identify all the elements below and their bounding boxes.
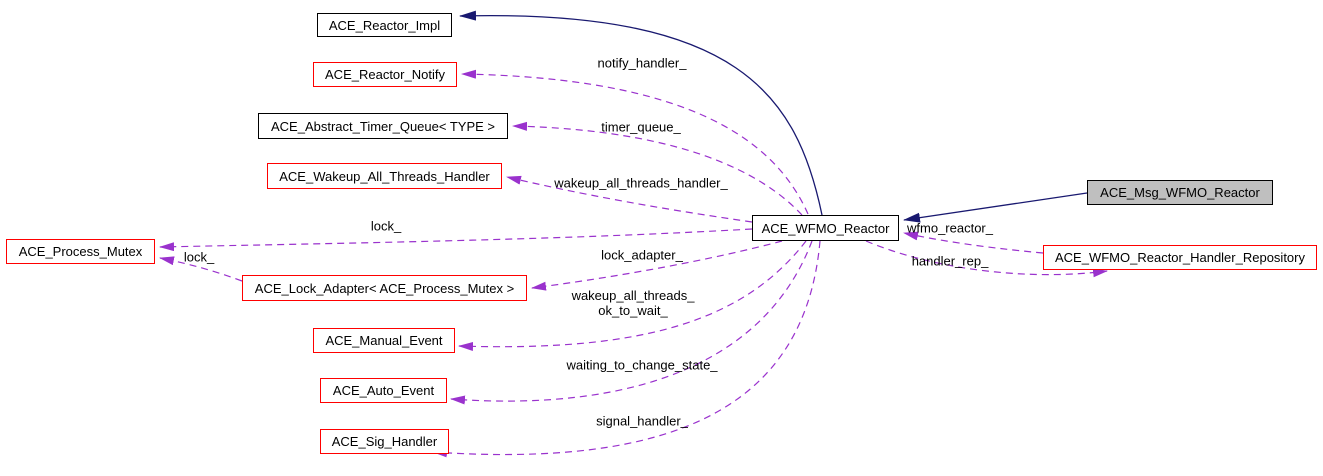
node-ace-reactor-notify[interactable]: ACE_Reactor_Notify (313, 62, 457, 87)
node-label: ACE_Msg_WFMO_Reactor (1100, 185, 1260, 200)
node-ace-auto-event[interactable]: ACE_Auto_Event (320, 378, 447, 403)
edge-inherit-msg-to-wfmo (903, 192, 1088, 223)
edge-lock-adapter (531, 240, 783, 291)
edge-wakeup-ok-to-wait (458, 240, 807, 351)
node-label: ACE_Reactor_Impl (328, 17, 441, 33)
node-label: ACE_Wakeup_All_Threads_Handler (279, 168, 490, 184)
edge-wakeup-all-threads-handler (506, 175, 753, 223)
node-ace-msg-wfmo-reactor: ACE_Msg_WFMO_Reactor (1087, 180, 1273, 205)
node-label: ACE_WFMO_Reactor_Handler_Repository (1055, 250, 1305, 265)
edge-lock-from-wfmo (159, 228, 753, 252)
node-ace-wfmo-reactor-handler-repository[interactable]: ACE_WFMO_Reactor_Handler_Repository (1043, 245, 1317, 270)
node-ace-lock-adapter[interactable]: ACE_Lock_Adapter< ACE_Process_Mutex > (242, 275, 527, 301)
edge-inherit-wfmo-to-reactor-impl (459, 10, 823, 216)
edge-waiting-to-change-state (450, 240, 813, 405)
node-ace-wfmo-reactor[interactable]: ACE_WFMO_Reactor (752, 215, 899, 241)
node-ace-process-mutex[interactable]: ACE_Process_Mutex (6, 239, 155, 264)
node-ace-reactor-impl[interactable]: ACE_Reactor_Impl (317, 13, 452, 37)
node-ace-abstract-timer-queue[interactable]: ACE_Abstract_Timer_Queue< TYPE > (258, 113, 508, 139)
edge-timer-queue (512, 121, 803, 216)
node-label: ACE_Lock_Adapter< ACE_Process_Mutex > (254, 280, 515, 296)
node-label: ACE_Reactor_Notify (325, 67, 445, 82)
node-label: ACE_Manual_Event (325, 333, 443, 348)
node-label: ACE_Process_Mutex (18, 244, 143, 259)
node-label: ACE_Sig_Handler (331, 434, 438, 449)
node-ace-manual-event[interactable]: ACE_Manual_Event (313, 328, 455, 353)
node-label: ACE_WFMO_Reactor (761, 220, 890, 236)
edge-notify-handler (461, 69, 809, 215)
edge-signal-handler (432, 240, 821, 458)
edge-lock-from-adapter (159, 256, 243, 282)
edge-wfmo-reactor-backref (903, 231, 1044, 254)
node-ace-wakeup-all-threads-handler[interactable]: ACE_Wakeup_All_Threads_Handler (267, 163, 502, 189)
node-label: ACE_Abstract_Timer_Queue< TYPE > (271, 118, 495, 134)
node-label: ACE_Auto_Event (332, 383, 435, 398)
node-ace-sig-handler[interactable]: ACE_Sig_Handler (320, 429, 449, 454)
edge-handler-rep (865, 240, 1108, 278)
